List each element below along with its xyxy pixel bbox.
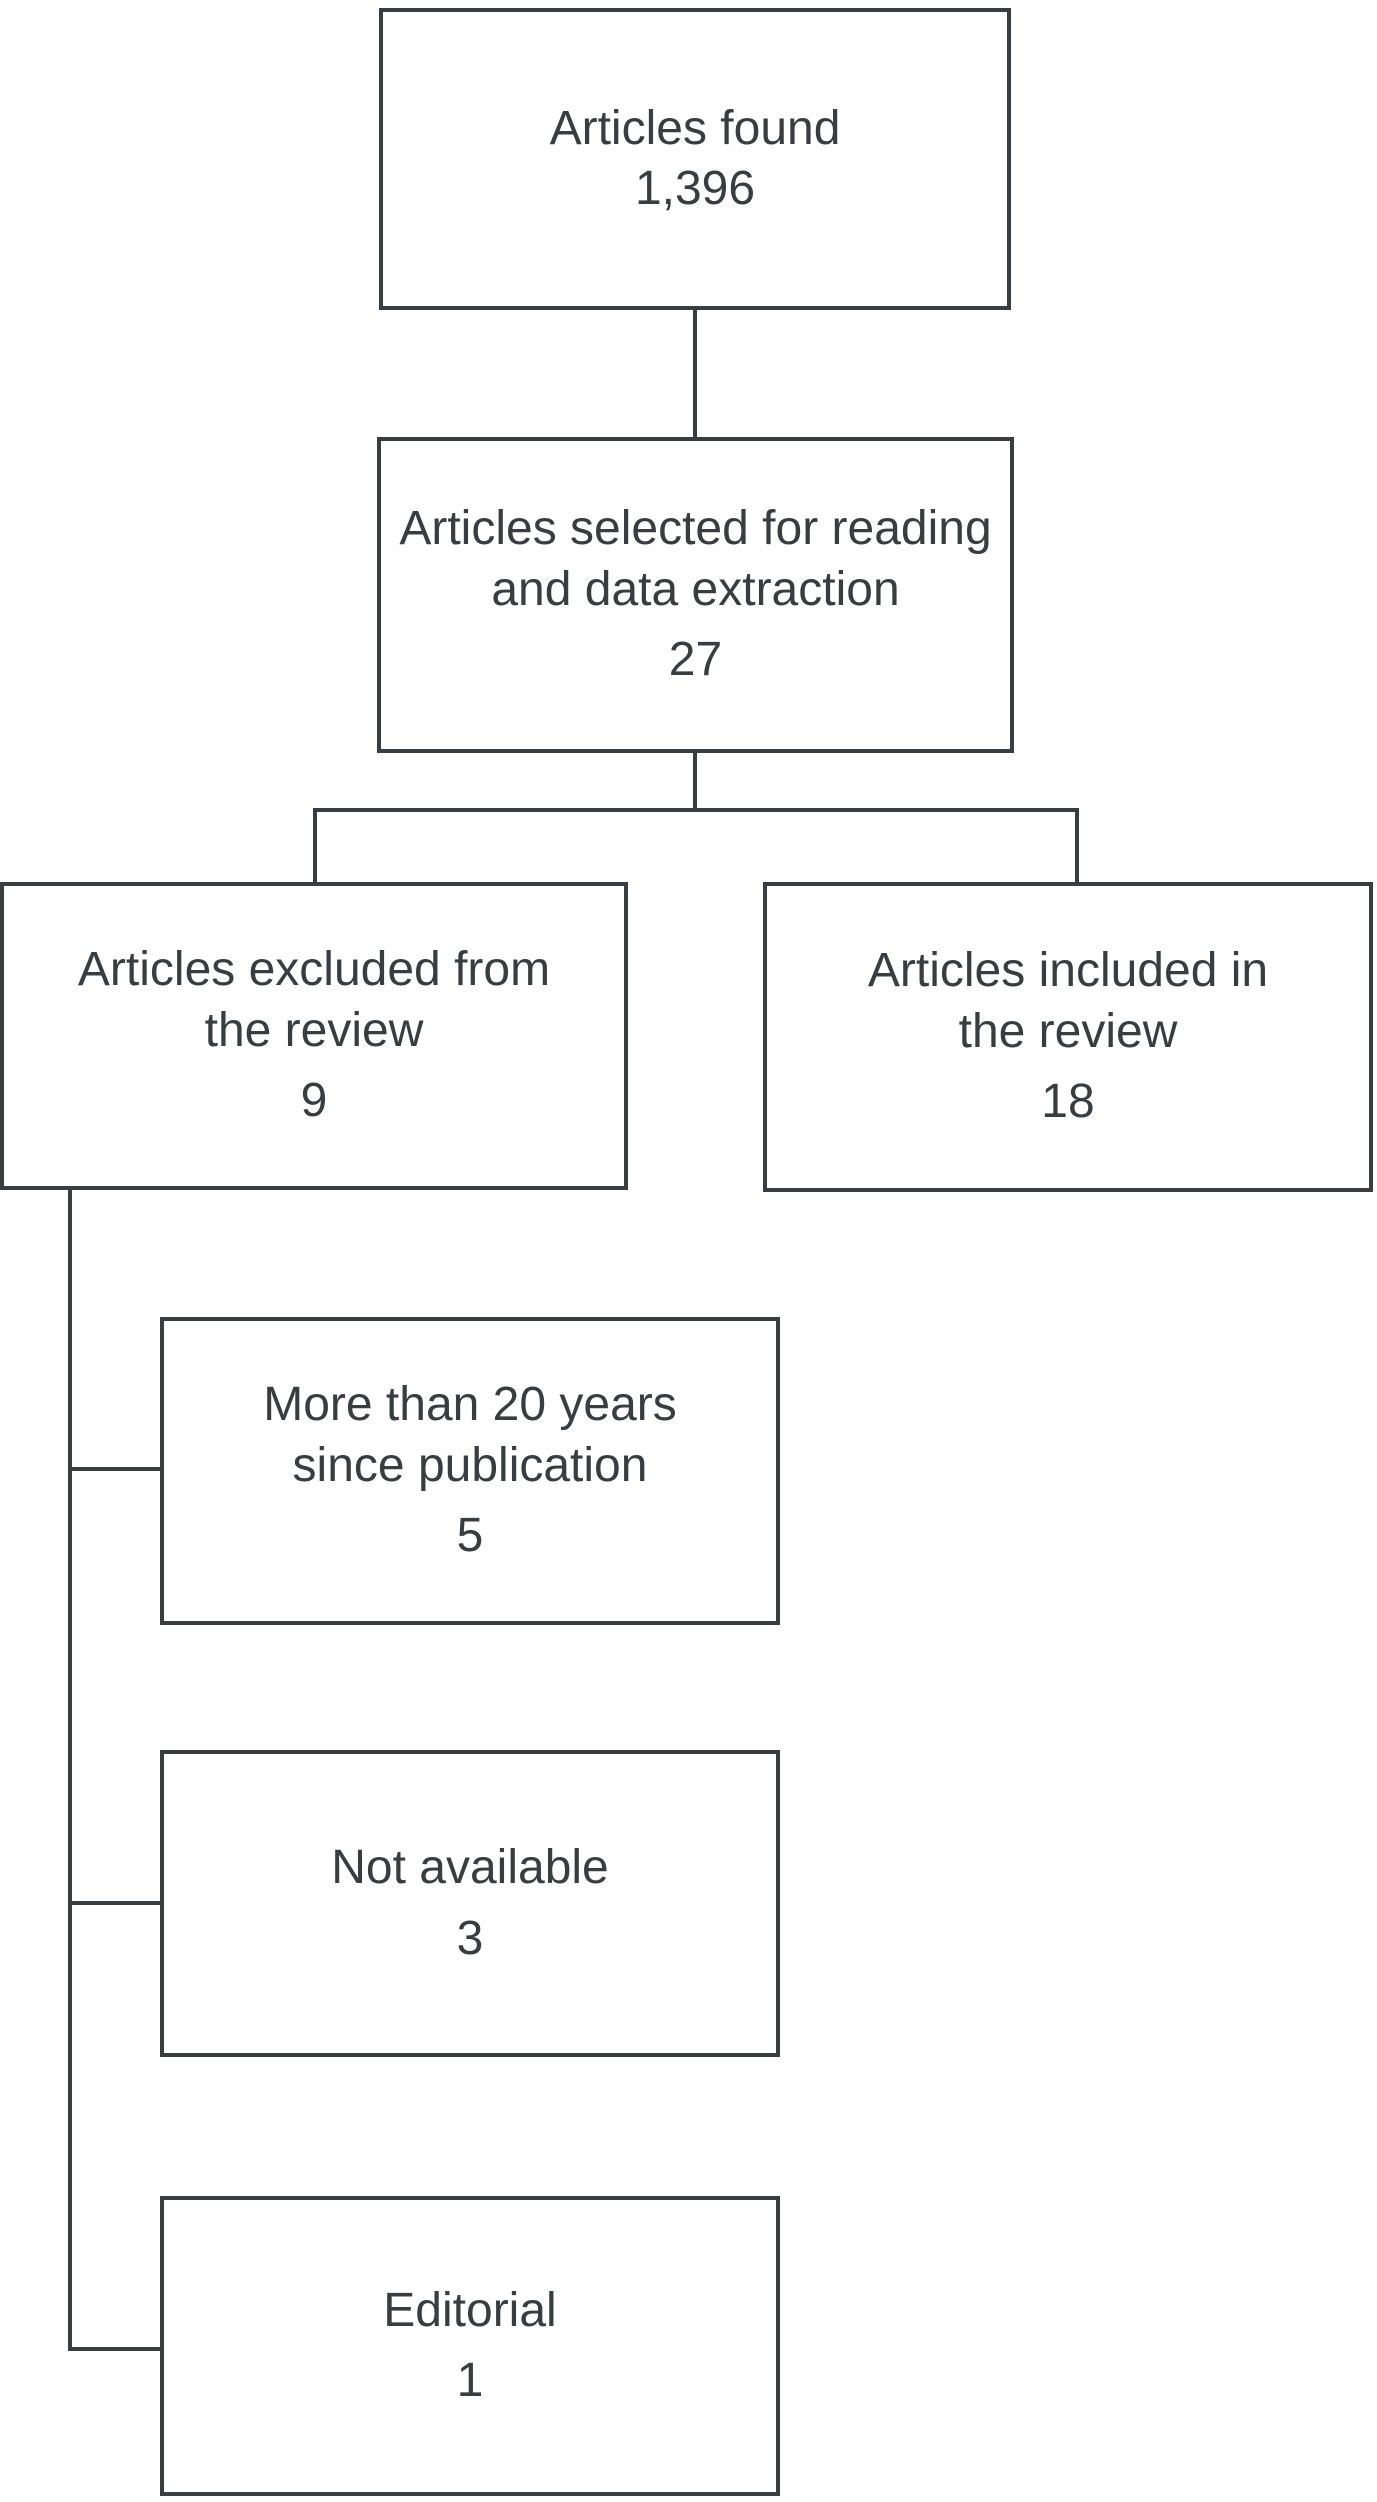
box-count: 3	[456, 1911, 484, 1965]
box-count: 18	[1041, 1075, 1095, 1129]
flow-box-not-available: Not available 3	[160, 1750, 780, 2057]
connector-stub-editorial	[68, 2347, 160, 2351]
box-count: 5	[456, 1509, 484, 1563]
flow-box-articles-found: Articles found 1,396	[379, 8, 1011, 310]
box-count: 1,396	[634, 162, 756, 215]
flow-box-articles-included: Articles included in the review 18	[763, 882, 1373, 1192]
flow-box-more-than-20-years: More than 20 years since publication 5	[160, 1317, 780, 1625]
box-count: 27	[668, 633, 723, 687]
flow-box-articles-selected: Articles selected for reading and data e…	[377, 437, 1014, 753]
connector-found-to-selected	[693, 310, 697, 437]
connector-stub-not-available	[68, 1901, 160, 1905]
box-count: 9	[300, 1074, 328, 1128]
box-label-line: More than 20 years	[263, 1378, 677, 1432]
box-label-line: Articles included in	[867, 944, 1269, 998]
box-label-line: Articles found	[549, 101, 841, 155]
connector-stub-age	[68, 1467, 160, 1471]
box-label-line: Not available	[331, 1841, 609, 1895]
connector-split-right-drop	[1075, 808, 1079, 882]
box-label-line: Editorial	[383, 2283, 557, 2337]
flow-box-articles-excluded: Articles excluded from the review 9	[0, 882, 628, 1190]
box-label-line: Articles selected for reading	[399, 502, 992, 556]
connector-excluded-rail	[68, 1186, 72, 2351]
connector-split-bar	[313, 808, 1079, 812]
box-label-line: the review	[204, 1003, 424, 1057]
box-label-line: the review	[958, 1004, 1178, 1058]
connector-split-left-drop	[313, 808, 317, 882]
flow-box-editorial: Editorial 1	[160, 2196, 780, 2496]
box-label-line: since publication	[292, 1438, 648, 1492]
box-label-line: Articles excluded from	[77, 943, 551, 997]
box-count: 1	[456, 2354, 484, 2407]
box-label-line: and data extraction	[491, 562, 900, 616]
connector-selected-stem	[693, 753, 697, 812]
